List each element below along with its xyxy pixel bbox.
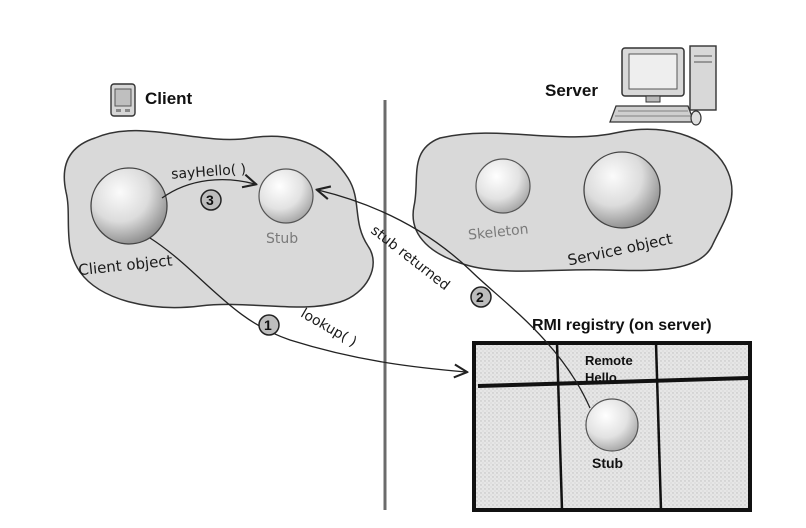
stub-returned-arrow [318,190,591,409]
computer-icon [609,45,717,126]
registry-entry-line2: Hello [585,370,617,385]
svg-text:3: 3 [206,192,214,208]
svg-text:1: 1 [264,317,272,333]
step-1-badge: 1 [258,314,280,336]
skeleton-label: Skeleton [467,221,529,243]
pda-icon [110,83,136,117]
say-hello-label: sayHello( ) [171,162,247,183]
client-object-sphere [90,167,168,245]
registry-stub-sphere [585,398,639,452]
client-stub-label: Stub [266,231,298,247]
svg-text:2: 2 [476,289,484,305]
lookup-label: lookup( ) [298,306,360,351]
client-stub-sphere [258,168,314,224]
registry-title: RMI registry (on server) [532,317,712,334]
step-3-badge: 3 [200,189,222,211]
skeleton-sphere [475,158,531,214]
service-object-sphere [583,151,661,229]
lookup-arrow [149,237,466,372]
server-title: Server [545,81,598,100]
client-title: Client [145,89,193,108]
registry-stub-label: Stub [592,455,623,471]
step-2-badge: 2 [470,286,492,308]
registry-entry-line1: Remote [585,353,633,368]
say-hello-arrow [161,180,255,199]
